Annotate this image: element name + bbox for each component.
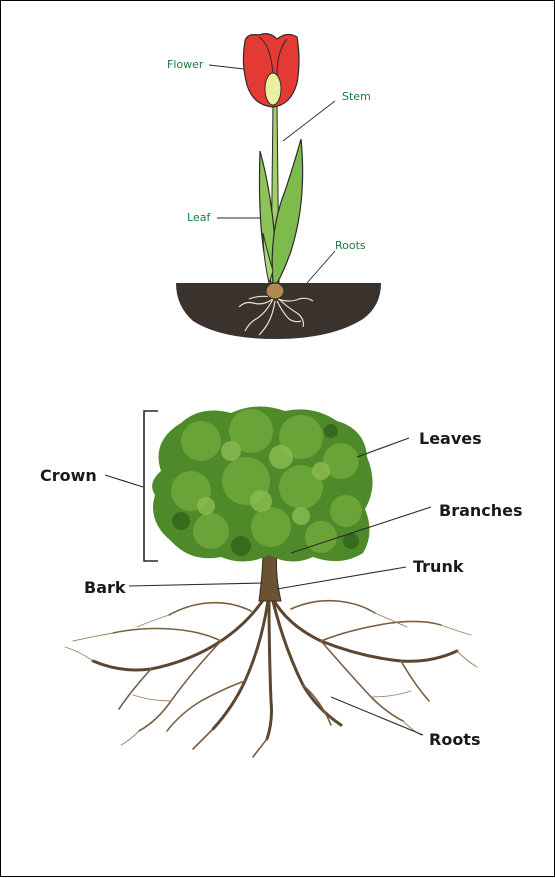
- label-flower: Flower: [167, 58, 204, 71]
- label-tree-roots: Roots: [429, 730, 480, 749]
- label-trunk: Trunk: [413, 557, 464, 576]
- bulb: [266, 283, 284, 299]
- tulip-flower: [243, 34, 299, 107]
- label-bark: Bark: [84, 578, 126, 597]
- label-stem: Stem: [342, 90, 371, 103]
- tulip-diagram: Flower Stem Leaf Roots: [167, 34, 381, 339]
- label-leaf: Leaf: [187, 211, 211, 224]
- label-leaves: Leaves: [419, 429, 482, 448]
- label-crown: Crown: [40, 466, 97, 485]
- tree-crown: [152, 406, 372, 561]
- tree-diagram: Crown Leaves Branches Trunk Bark Roots: [40, 406, 523, 757]
- label-branches: Branches: [439, 501, 523, 520]
- label-tulip-roots: Roots: [335, 239, 366, 252]
